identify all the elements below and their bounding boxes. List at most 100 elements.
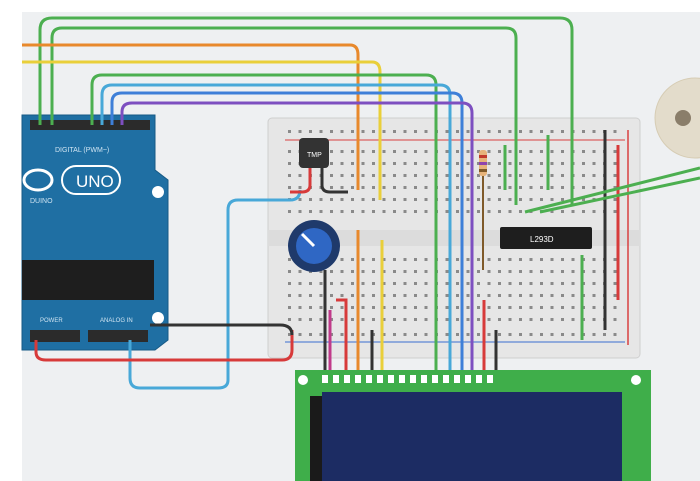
breadboard-hole[interactable] xyxy=(550,333,554,336)
breadboard-hole[interactable] xyxy=(456,258,459,261)
breadboard-hole[interactable] xyxy=(613,333,617,336)
breadboard-hole[interactable] xyxy=(571,282,575,285)
breadboard-hole[interactable] xyxy=(393,174,396,177)
breadboard-hole[interactable] xyxy=(319,333,323,336)
breadboard-hole[interactable] xyxy=(340,198,344,201)
breadboard-hole[interactable] xyxy=(487,210,491,213)
breadboard-hole[interactable] xyxy=(456,198,459,201)
resistor[interactable] xyxy=(479,150,487,270)
breadboard-hole[interactable] xyxy=(319,306,323,309)
breadboard-hole[interactable] xyxy=(403,306,407,309)
breadboard-hole[interactable] xyxy=(456,294,459,297)
breadboard-hole[interactable] xyxy=(361,198,365,201)
breadboard-hole[interactable] xyxy=(540,150,543,153)
breadboard-hole[interactable] xyxy=(393,282,396,285)
breadboard-hole[interactable] xyxy=(466,282,470,285)
breadboard-hole[interactable] xyxy=(571,210,575,213)
breadboard-hole[interactable] xyxy=(372,162,375,165)
breadboard-hole[interactable] xyxy=(382,333,386,336)
breadboard-hole[interactable] xyxy=(529,282,533,285)
breadboard-hole[interactable] xyxy=(540,198,543,201)
breadboard-hole[interactable] xyxy=(382,186,386,189)
breadboard-hole[interactable] xyxy=(309,294,312,297)
breadboard-hole[interactable] xyxy=(340,318,344,321)
breadboard-hole[interactable] xyxy=(592,150,596,153)
breadboard-hole[interactable] xyxy=(529,270,533,273)
breadboard-hole[interactable] xyxy=(540,270,543,273)
breadboard-hole[interactable] xyxy=(466,294,470,297)
breadboard-hole[interactable] xyxy=(445,174,449,177)
breadboard-hole[interactable] xyxy=(561,174,564,177)
lcd-pin-header[interactable] xyxy=(322,375,493,383)
potentiometer-knob-icon[interactable] xyxy=(288,220,340,272)
breadboard-hole[interactable] xyxy=(393,270,396,273)
breadboard-hole[interactable] xyxy=(487,162,491,165)
breadboard-hole[interactable] xyxy=(613,306,617,309)
breadboard-hole[interactable] xyxy=(592,333,596,336)
breadboard-hole[interactable] xyxy=(403,270,407,273)
lcd-pin[interactable] xyxy=(410,375,416,383)
breadboard-hole[interactable] xyxy=(330,162,333,165)
breadboard-hole[interactable] xyxy=(561,318,564,321)
breadboard-hole[interactable] xyxy=(309,130,312,133)
breadboard-hole[interactable] xyxy=(424,198,428,201)
breadboard-hole[interactable] xyxy=(613,130,617,133)
breadboard-hole[interactable] xyxy=(403,210,407,213)
breadboard-hole[interactable] xyxy=(561,162,564,165)
breadboard-hole[interactable] xyxy=(298,333,302,336)
breadboard-hole[interactable] xyxy=(351,174,354,177)
breadboard-hole[interactable] xyxy=(414,333,417,336)
breadboard-hole[interactable] xyxy=(393,318,396,321)
breadboard-hole[interactable] xyxy=(540,162,543,165)
breadboard-hole[interactable] xyxy=(351,130,354,133)
lcd-pin[interactable] xyxy=(443,375,449,383)
breadboard-hole[interactable] xyxy=(403,162,407,165)
breadboard-hole[interactable] xyxy=(340,162,344,165)
breadboard-hole[interactable] xyxy=(340,130,344,133)
breadboard-hole[interactable] xyxy=(424,130,428,133)
breadboard-hole[interactable] xyxy=(330,174,333,177)
breadboard-hole[interactable] xyxy=(298,174,302,177)
breadboard-hole[interactable] xyxy=(592,210,596,213)
breadboard-hole[interactable] xyxy=(414,150,417,153)
breadboard-hole[interactable] xyxy=(414,198,417,201)
breadboard-hole[interactable] xyxy=(288,318,291,321)
breadboard-hole[interactable] xyxy=(288,306,291,309)
breadboard-hole[interactable] xyxy=(424,306,428,309)
breadboard-hole[interactable] xyxy=(477,150,480,153)
breadboard-hole[interactable] xyxy=(561,130,564,133)
breadboard-hole[interactable] xyxy=(340,186,344,189)
breadboard-hole[interactable] xyxy=(424,210,428,213)
breadboard-hole[interactable] xyxy=(540,258,543,261)
breadboard-hole[interactable] xyxy=(330,186,333,189)
breadboard-hole[interactable] xyxy=(529,186,533,189)
breadboard-hole[interactable] xyxy=(582,162,585,165)
breadboard-hole[interactable] xyxy=(372,282,375,285)
breadboard-hole[interactable] xyxy=(582,150,585,153)
breadboard-hole[interactable] xyxy=(424,174,428,177)
breadboard-hole[interactable] xyxy=(487,333,491,336)
breadboard-hole[interactable] xyxy=(309,306,312,309)
breadboard-hole[interactable] xyxy=(571,294,575,297)
breadboard-hole[interactable] xyxy=(561,306,564,309)
breadboard-hole[interactable] xyxy=(298,270,302,273)
breadboard-hole[interactable] xyxy=(613,294,617,297)
breadboard-hole[interactable] xyxy=(340,306,344,309)
breadboard-hole[interactable] xyxy=(529,306,533,309)
breadboard-hole[interactable] xyxy=(382,174,386,177)
breadboard-hole[interactable] xyxy=(330,198,333,201)
breadboard-hole[interactable] xyxy=(466,333,470,336)
breadboard-hole[interactable] xyxy=(393,186,396,189)
breadboard-hole[interactable] xyxy=(550,150,554,153)
breadboard-hole[interactable] xyxy=(466,150,470,153)
breadboard-hole[interactable] xyxy=(330,270,333,273)
breadboard-hole[interactable] xyxy=(288,174,291,177)
breadboard-hole[interactable] xyxy=(298,282,302,285)
breadboard-hole[interactable] xyxy=(519,270,522,273)
breadboard-hole[interactable] xyxy=(424,333,428,336)
breadboard-hole[interactable] xyxy=(477,162,480,165)
breadboard-hole[interactable] xyxy=(393,162,396,165)
breadboard-hole[interactable] xyxy=(414,306,417,309)
breadboard-hole[interactable] xyxy=(445,306,449,309)
breadboard-hole[interactable] xyxy=(508,270,512,273)
